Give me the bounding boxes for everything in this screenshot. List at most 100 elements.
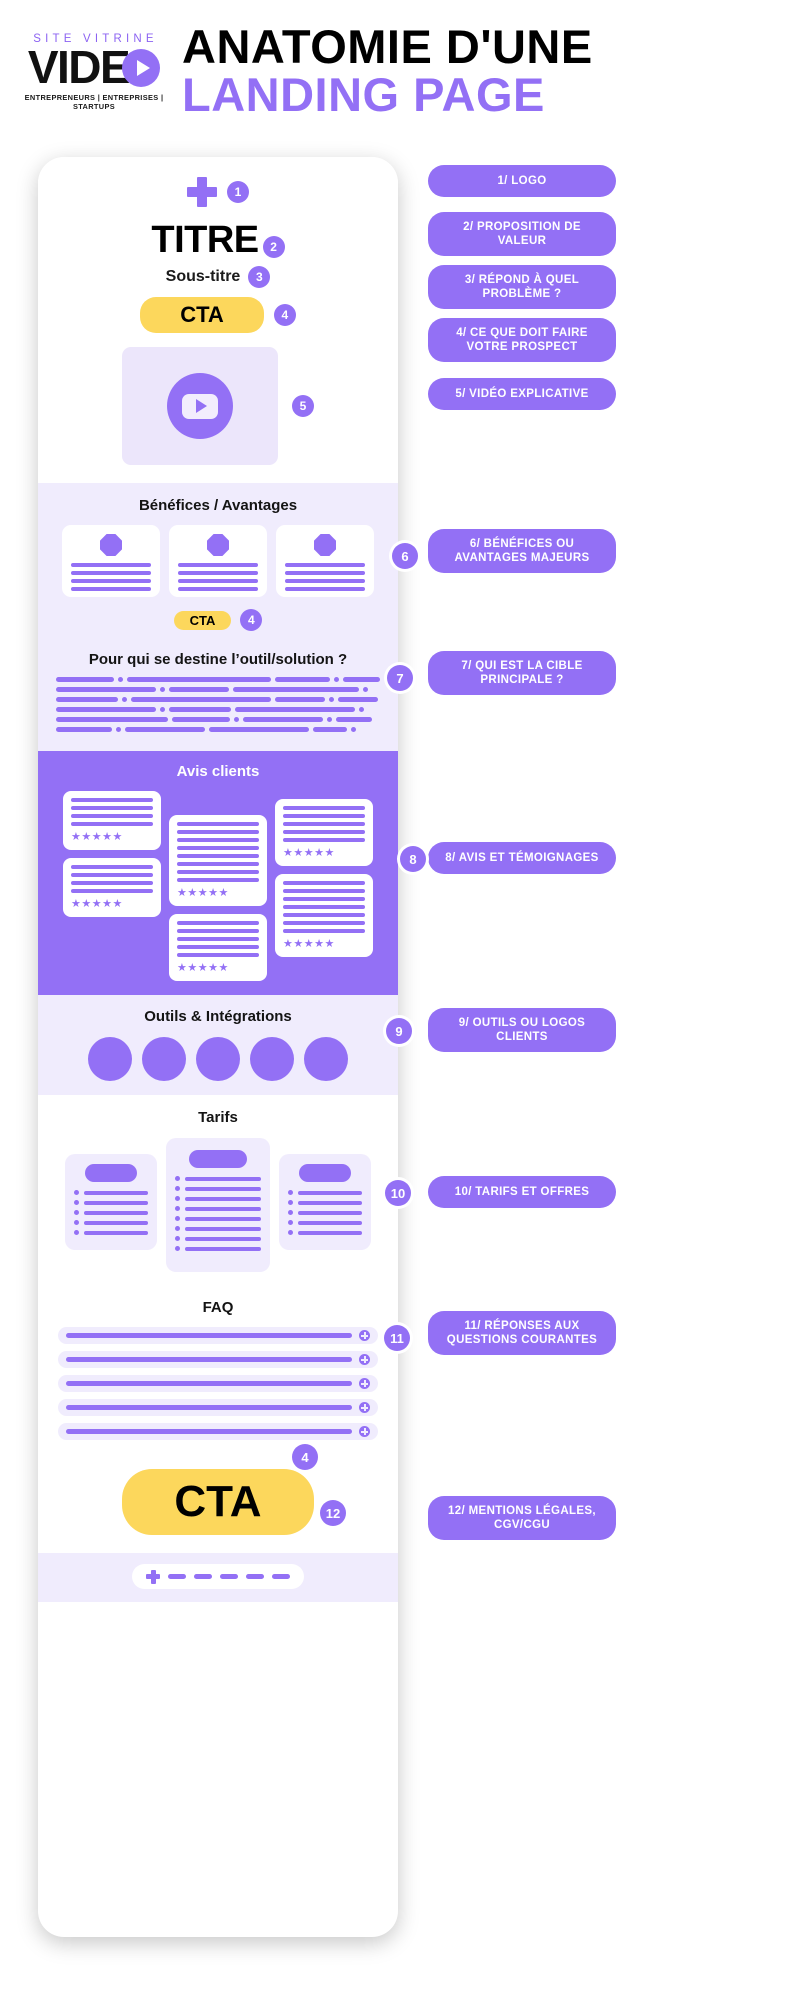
hero-cta-button[interactable]: CTA xyxy=(140,297,264,333)
octagon-icon xyxy=(314,534,336,556)
benefits-cta-row: CTA 4 xyxy=(38,609,398,631)
badge-4-final: 4 xyxy=(292,1444,318,1470)
benefit-card[interactable] xyxy=(62,525,160,597)
video-placeholder[interactable] xyxy=(122,347,278,465)
review-card[interactable]: ★★★★★ xyxy=(169,815,267,906)
review-card[interactable]: ★★★★★ xyxy=(169,914,267,981)
benefits-card-list xyxy=(38,525,398,597)
legend-item-6[interactable]: 6/ BÉNÉFICES OU AVANTAGES MAJEURS xyxy=(428,529,616,573)
star-rating: ★★★★★ xyxy=(283,938,335,950)
legend-item-3[interactable]: 3/ RÉPOND À QUEL PROBLÈME ? xyxy=(428,265,616,309)
pricing-title: Tarifs xyxy=(198,1109,238,1126)
faq-row[interactable] xyxy=(58,1399,378,1416)
tool-logo-placeholder[interactable] xyxy=(196,1037,240,1081)
benefit-card[interactable] xyxy=(276,525,374,597)
review-card[interactable]: ★★★★★ xyxy=(275,874,373,957)
pricing-plan-list xyxy=(38,1138,398,1272)
target-title: Pour qui se destine l’outil/solution ? xyxy=(88,651,348,668)
legend-item-2[interactable]: 2/ PROPOSITION DE VALEUR xyxy=(428,212,616,256)
benefit-card[interactable] xyxy=(169,525,267,597)
legend-item-9[interactable]: 9/ OUTILS OU LOGOS CLIENTS xyxy=(428,1008,616,1052)
tool-logo-placeholder[interactable] xyxy=(88,1037,132,1081)
section-target: Pour qui se destine l’outil/solution ? xyxy=(38,641,398,751)
tool-logo-placeholder[interactable] xyxy=(304,1037,348,1081)
page-title: ANATOMIE D'UNE LANDING PAGE xyxy=(182,21,593,119)
badge-5: 5 xyxy=(292,395,314,417)
legend-item-12[interactable]: 12/ MENTIONS LÉGALES, CGV/CGU xyxy=(428,1496,616,1540)
legend-item-7[interactable]: 7/ QUI EST LA CIBLE PRINCIPALE ? xyxy=(428,651,616,695)
tools-logo-row xyxy=(38,1037,398,1081)
reviews-title: Avis clients xyxy=(176,763,260,780)
badge-10: 10 xyxy=(385,1180,411,1206)
hero-subtitle: Sous-titre xyxy=(165,268,241,285)
star-rating: ★★★★★ xyxy=(71,831,123,843)
octagon-icon xyxy=(100,534,122,556)
hero-title: TITRE xyxy=(151,219,259,261)
star-rating: ★★★★★ xyxy=(177,887,229,899)
plus-circle-icon[interactable] xyxy=(359,1402,370,1413)
plus-icon xyxy=(146,1569,160,1584)
star-rating: ★★★★★ xyxy=(283,847,335,859)
section-hero: 1 TITRE 2 Sous-titre 3 CTA 4 5 xyxy=(38,157,398,483)
badge-11: 11 xyxy=(384,1325,410,1351)
badge-3: 3 xyxy=(248,266,271,288)
phone-mockup: 1 TITRE 2 Sous-titre 3 CTA 4 5 xyxy=(38,157,398,1937)
logo-wordmark: VIDE xyxy=(18,44,170,90)
legend-item-4[interactable]: 4/ CE QUE DOIT FAIRE VOTRE PROSPECT xyxy=(428,318,616,362)
tool-logo-placeholder[interactable] xyxy=(142,1037,186,1081)
badge-8: 8 xyxy=(400,846,426,872)
legend-column: 1/ LOGO 2/ PROPOSITION DE VALEUR 3/ RÉPO… xyxy=(428,0,800,2000)
legend-item-5[interactable]: 5/ VIDÉO EXPLICATIVE xyxy=(428,378,616,410)
pricing-plan-card[interactable] xyxy=(166,1138,270,1272)
footer-links-placeholder xyxy=(132,1564,304,1590)
footer-link-dash[interactable] xyxy=(272,1574,290,1580)
play-icon xyxy=(122,49,161,87)
target-text-placeholder xyxy=(38,677,398,732)
legend-item-11[interactable]: 11/ RÉPONSES AUX QUESTIONS COURANTES xyxy=(428,1311,616,1355)
logo-top-text: SITE VITRINE xyxy=(33,33,158,46)
badge-4: 4 xyxy=(240,609,263,631)
logo-tagline: ENTREPRENEURS | ENTREPRISES | STARTUPS xyxy=(24,92,164,111)
footer-link-dash[interactable] xyxy=(220,1574,238,1580)
footer-link-dash[interactable] xyxy=(194,1574,212,1580)
faq-row[interactable] xyxy=(58,1423,378,1440)
badge-7: 7 xyxy=(387,665,413,691)
faq-row[interactable] xyxy=(58,1375,378,1392)
faq-title: FAQ xyxy=(202,1299,234,1316)
faq-row[interactable] xyxy=(58,1351,378,1368)
legend-item-8[interactable]: 8/ AVIS ET TÉMOIGNAGES xyxy=(428,842,616,874)
final-cta-button[interactable]: CTA xyxy=(122,1469,314,1536)
footer-link-dash[interactable] xyxy=(246,1574,264,1580)
pricing-plan-card[interactable] xyxy=(65,1154,157,1250)
video-play-icon xyxy=(167,373,233,439)
badge-4: 4 xyxy=(273,304,296,326)
faq-accordion-list xyxy=(38,1327,398,1440)
legend-item-1[interactable]: 1/ LOGO xyxy=(428,165,616,197)
review-card[interactable]: ★★★★★ xyxy=(63,858,161,917)
review-card[interactable]: ★★★★★ xyxy=(275,799,373,866)
section-tools: Outils & Intégrations xyxy=(38,995,398,1095)
tool-logo-placeholder[interactable] xyxy=(250,1037,294,1081)
star-rating: ★★★★★ xyxy=(177,962,229,974)
review-card[interactable]: ★★★★★ xyxy=(63,791,161,850)
header: SITE VITRINE VIDE ENTREPRENEURS | ENTREP… xyxy=(0,0,800,140)
plus-circle-icon[interactable] xyxy=(359,1330,370,1341)
section-benefits: Bénéfices / Avantages CTA 4 xyxy=(38,483,398,641)
plus-circle-icon[interactable] xyxy=(359,1354,370,1365)
faq-row[interactable] xyxy=(58,1327,378,1344)
brand-logo: SITE VITRINE VIDE ENTREPRENEURS | ENTREP… xyxy=(18,29,170,111)
badge-12: 12 xyxy=(320,1500,346,1526)
footer-link-dash[interactable] xyxy=(168,1574,186,1580)
plus-circle-icon[interactable] xyxy=(359,1426,370,1437)
title-line-2: LANDING PAGE xyxy=(182,68,545,121)
star-rating: ★★★★★ xyxy=(71,898,123,910)
benefits-cta-button[interactable]: CTA xyxy=(173,610,232,630)
legend-item-10[interactable]: 10/ TARIFS ET OFFRES xyxy=(428,1176,616,1208)
section-footer xyxy=(38,1553,398,1603)
plus-circle-icon[interactable] xyxy=(359,1378,370,1389)
hero-video-row: 5 xyxy=(38,347,398,465)
hero-subtitle-row: Sous-titre 3 xyxy=(38,266,398,288)
tools-title: Outils & Intégrations xyxy=(144,1008,292,1025)
pricing-plan-card[interactable] xyxy=(279,1154,371,1250)
